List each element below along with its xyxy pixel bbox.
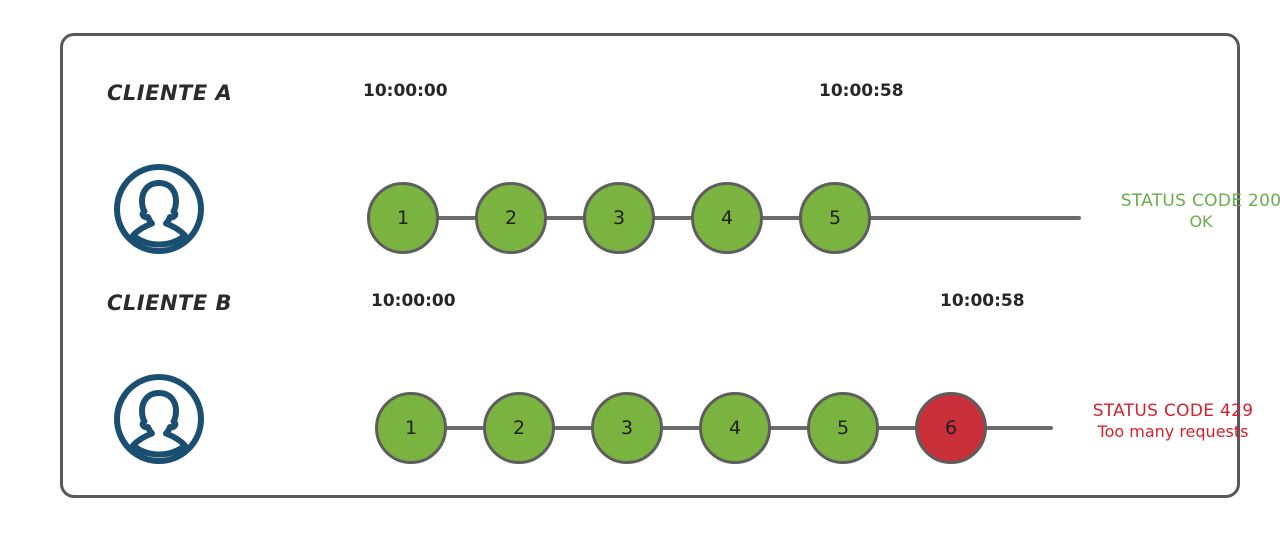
status-code-b: STATUS CODE 429: [1092, 401, 1254, 421]
request-node[interactable]: 1: [375, 392, 447, 464]
timeline-b: 10:00:00 10:00:58 1 2 3 4 5 6 STATUS COD…: [243, 283, 1253, 483]
request-node-rate-limited[interactable]: 6: [915, 392, 987, 464]
status-message-b: Too many requests: [1097, 422, 1249, 442]
user-avatar-icon: [111, 161, 207, 257]
status-code-a: STATUS CODE 200: [1120, 191, 1280, 211]
request-node[interactable]: 4: [699, 392, 771, 464]
client-row-a: CLIENTE A 10:00:00 10:00:58 1 2 3 4 5 ST…: [63, 73, 1280, 273]
timeline-a: 10:00:00 10:00:58 1 2 3 4 5 STATUS CODE …: [243, 73, 1280, 273]
client-label-a: CLIENTE A: [107, 81, 233, 105]
request-node[interactable]: 5: [807, 392, 879, 464]
status-label-b: STATUS CODE 429 Too many requests: [1053, 401, 1280, 442]
request-node[interactable]: 3: [591, 392, 663, 464]
request-node[interactable]: 3: [583, 182, 655, 254]
timestamp-b-end: 10:00:58: [940, 291, 1025, 311]
timestamp-a-end: 10:00:58: [819, 81, 904, 101]
diagram-frame: CLIENTE A 10:00:00 10:00:58 1 2 3 4 5 ST…: [60, 33, 1280, 498]
status-message-a: OK: [1189, 212, 1213, 232]
timestamp-a-start: 10:00:00: [363, 81, 448, 101]
request-node[interactable]: 2: [483, 392, 555, 464]
status-label-a: STATUS CODE 200 OK: [1081, 191, 1280, 232]
request-node[interactable]: 1: [367, 182, 439, 254]
client-label-b: CLIENTE B: [107, 291, 233, 315]
user-avatar-icon: [111, 371, 207, 467]
request-node[interactable]: 5: [799, 182, 871, 254]
timestamp-b-start: 10:00:00: [371, 291, 456, 311]
request-node[interactable]: 4: [691, 182, 763, 254]
client-row-b: CLIENTE B 10:00:00 10:00:58 1 2 3 4 5 6 …: [63, 283, 1253, 483]
request-node[interactable]: 2: [475, 182, 547, 254]
